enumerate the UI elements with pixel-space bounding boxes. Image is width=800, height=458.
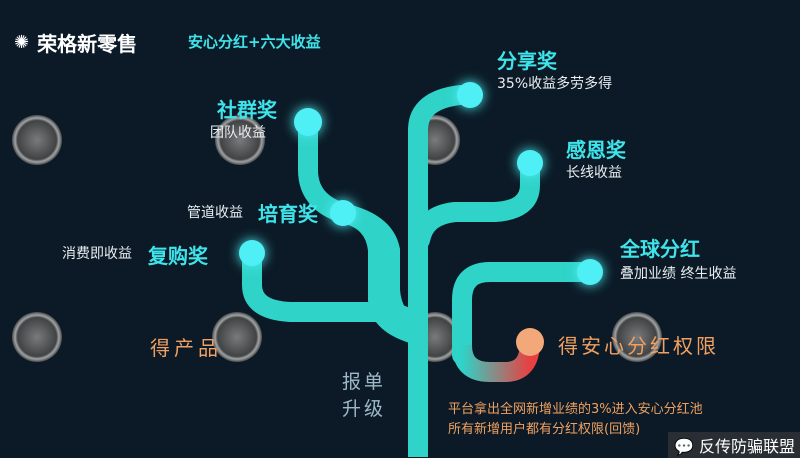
upgrade-line2: 升级 (342, 398, 387, 420)
bonus-line2: 所有新增用户都有分红权限(回馈) (448, 422, 641, 437)
gratitude-dot (517, 150, 543, 176)
community-desc: 团队收益 (210, 125, 266, 141)
brand-name: 荣格新零售 (37, 32, 138, 56)
wechat-watermark: 💬 反传防骗联盟 (668, 432, 800, 458)
repurchase-title: 复购奖 (148, 244, 208, 268)
nurture-desc: 管道收益 (187, 205, 243, 221)
brand-logo: ✺ 荣格新零售 (14, 28, 137, 57)
community-dot (294, 108, 322, 136)
share-dot (457, 82, 483, 108)
watermark-seal (12, 115, 62, 165)
bonus-branch (452, 341, 540, 382)
gratitude-desc: 长线收益 (566, 165, 622, 181)
page-subtitle: 安心分红+六大收益 (188, 33, 321, 51)
nurture-branch (333, 203, 428, 345)
product-title: 得产品 (150, 336, 222, 360)
repurchase-dot (239, 240, 265, 266)
global-branch (452, 262, 600, 365)
repurchase-branch (242, 243, 428, 350)
nurture-dot (330, 200, 356, 226)
global-title: 全球分红 (620, 237, 700, 261)
share-title: 分享奖 (497, 49, 557, 73)
watermark-seal (612, 312, 662, 362)
watermark-seal (12, 312, 62, 362)
watermark-seal (215, 115, 265, 165)
repurchase-desc: 消费即收益 (62, 246, 132, 262)
upgrade-line1: 报单 (342, 371, 387, 393)
logo-icon: ✺ (14, 32, 30, 53)
nurture-title: 培育奖 (258, 202, 318, 226)
bonus-line1: 平台拿出全网新增业绩的3%进入安心分红池 (448, 402, 703, 417)
wechat-icon: 💬 (674, 437, 694, 456)
share-desc: 35%收益多劳多得 (497, 76, 613, 92)
watermark-text: 反传防骗联盟 (699, 437, 796, 456)
global-desc: 叠加业绩 终生收益 (620, 266, 737, 282)
global-dot (577, 259, 603, 285)
trunk-branch (408, 85, 470, 457)
gratitude-title: 感恩奖 (566, 138, 626, 162)
gratitude-branch (410, 153, 540, 250)
bonus-dot (516, 328, 544, 356)
community-title: 社群奖 (217, 98, 277, 122)
bonus-title: 得安心分红权限 (558, 334, 719, 358)
